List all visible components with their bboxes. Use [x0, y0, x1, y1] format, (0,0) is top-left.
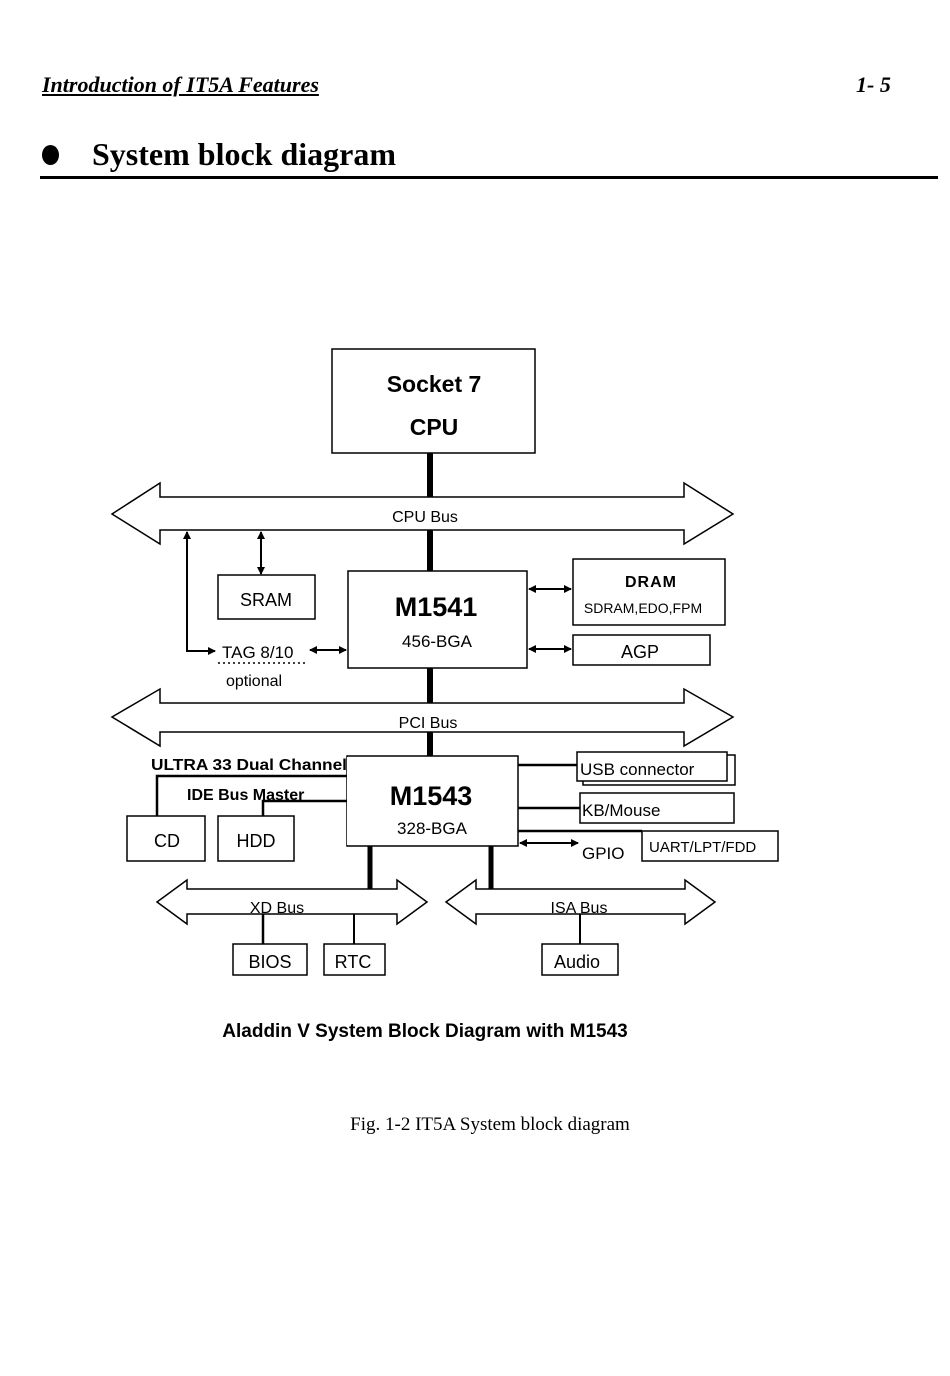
xd-bus-arrow	[155, 878, 429, 926]
heading-rule	[40, 176, 938, 179]
gpio-label: GPIO	[582, 844, 625, 863]
cpu-label-line1: Socket 7	[387, 371, 482, 397]
cpubus-tag-connector	[186, 532, 216, 655]
agp-box	[572, 634, 711, 666]
uart-lpt-fdd-label: UART/LPT/FDD	[649, 839, 756, 856]
dram-title: DRAM	[625, 574, 677, 591]
m1541-package-label: 456-BGA	[402, 632, 473, 651]
ide-label-line2: IDE Bus Master	[187, 787, 304, 804]
isa-bus-arrow	[444, 878, 717, 926]
sram-label: SRAM	[240, 590, 292, 610]
m1541-label: M1541	[395, 592, 478, 622]
cpu-bus-arrow	[110, 481, 735, 546]
hdd-box	[217, 815, 295, 862]
audio-label: Audio	[554, 952, 600, 972]
m1541-box	[347, 570, 528, 669]
section-title-text: System block diagram	[92, 136, 396, 172]
agp-label: AGP	[621, 642, 659, 662]
bios-label: BIOS	[248, 952, 291, 972]
rtc-label: RTC	[335, 952, 372, 972]
cpu-bus-label: CPU Bus	[392, 509, 458, 526]
m1543-label: M1543	[390, 781, 473, 811]
uart-lpt-fdd-box	[641, 830, 779, 862]
bullet-icon	[42, 144, 59, 165]
tag-optional-label: optional	[226, 673, 282, 690]
tag-label: TAG 8/10	[222, 643, 294, 662]
m1543-package-label: 328-BGA	[397, 819, 468, 838]
pci-bus-arrow	[110, 687, 735, 748]
bios-box	[232, 943, 308, 976]
audio-box	[541, 943, 619, 976]
diagram-title: Aladdin V System Block Diagram with M154…	[222, 1021, 627, 1042]
hdd-label: HDD	[237, 831, 276, 851]
ide-label-mask	[347, 757, 517, 845]
sram-box	[217, 574, 316, 620]
xd-bus-label: XD Bus	[250, 900, 304, 917]
isa-bus-label: ISA Bus	[551, 900, 608, 917]
pci-bus-label: PCI Bus	[399, 715, 458, 732]
dram-box	[572, 558, 726, 626]
usb-connector-label: USB connector	[580, 760, 695, 779]
page-number: 1- 5	[856, 72, 891, 97]
cd-label: CD	[154, 831, 180, 851]
section-heading: System block diagram	[42, 136, 396, 173]
ide-hdd-connector	[261, 799, 347, 816]
cpu-box	[331, 348, 536, 454]
cd-box	[126, 815, 206, 862]
figure-caption: Fig. 1-2 IT5A System block diagram	[350, 1114, 630, 1135]
running-header-title: Introduction of IT5A Features	[42, 72, 319, 97]
ide-label-line1: ULTRA 33 Dual Channel	[151, 757, 347, 774]
ide-cd-connector	[155, 774, 347, 816]
cpu-label-line2: CPU	[410, 414, 459, 440]
kb-mouse-box	[579, 792, 735, 824]
usb-connector-box	[576, 751, 728, 782]
kb-mouse-label: KB/Mouse	[582, 801, 660, 820]
dram-types: SDRAM,EDO,FPM	[584, 600, 702, 616]
rtc-box	[323, 943, 386, 976]
